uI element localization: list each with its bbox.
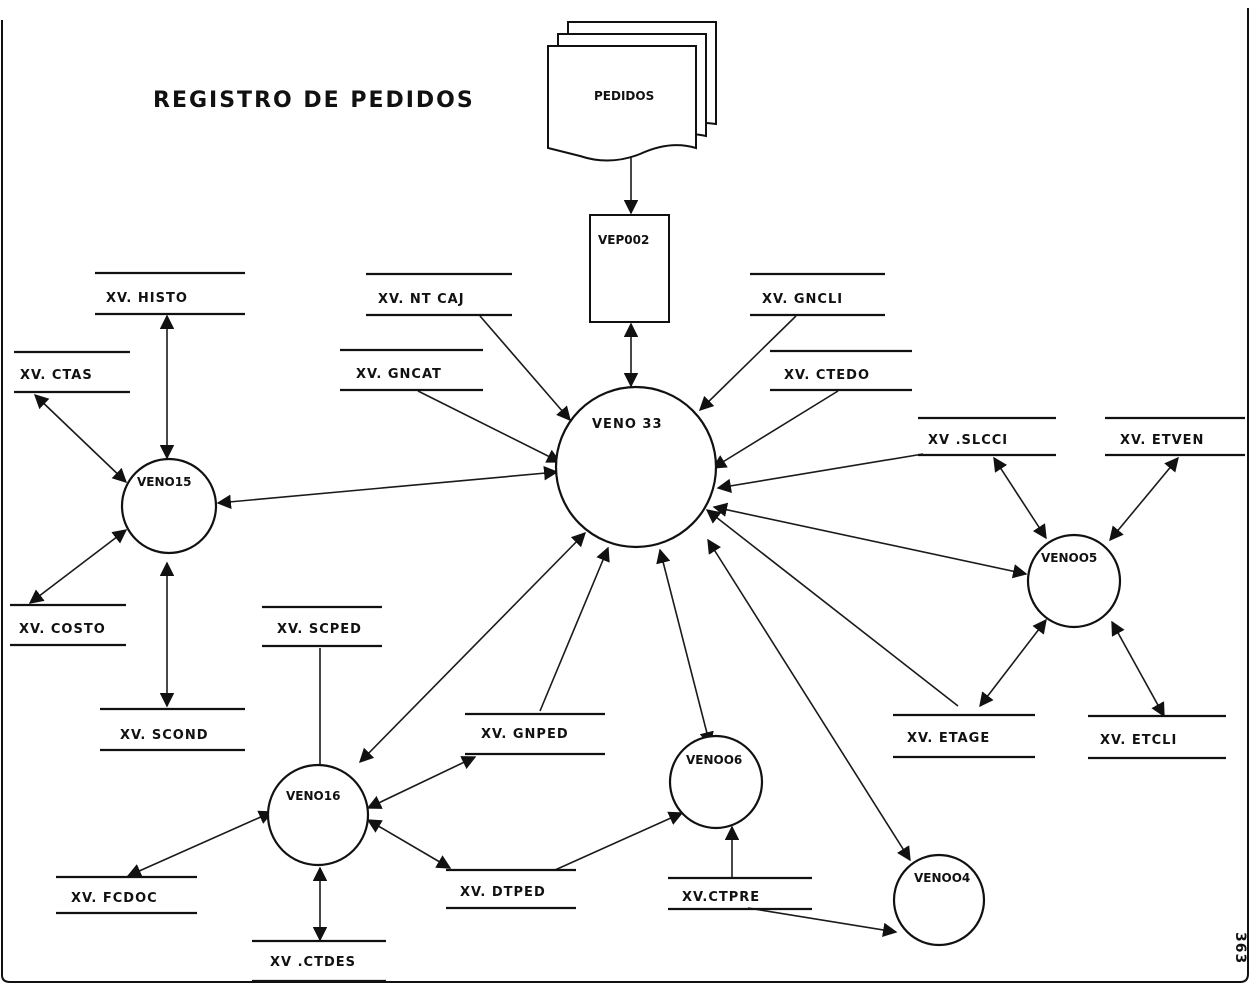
store-dtped: XV. DTPED xyxy=(446,868,576,910)
store-scped: XV. SCPED xyxy=(262,605,382,648)
store-scped-label: XV. SCPED xyxy=(277,622,362,637)
ven004-label: VENOO4 xyxy=(914,871,970,885)
process-ven015: VENO15 xyxy=(120,457,218,555)
vep002-box: VEP002 xyxy=(589,214,670,323)
ven006-label: VENOO6 xyxy=(686,753,742,767)
store-ctdes-label: XV .CTDES xyxy=(270,955,356,970)
process-ven004: VENOO4 xyxy=(892,853,986,947)
store-ctas: XV. CTAS xyxy=(14,350,130,394)
store-costo: XV. COSTO xyxy=(10,603,126,647)
store-gncat: XV. GNCAT xyxy=(340,348,483,392)
process-ven033: VENO 33 xyxy=(554,385,718,549)
store-gncli-label: XV. GNCLI xyxy=(762,292,843,307)
store-ctpre: XV.CTPRE xyxy=(668,876,812,911)
store-gncli: XV. GNCLI xyxy=(750,272,885,317)
process-ven006: VENOO6 xyxy=(668,734,764,830)
store-fcdoc-label: XV. FCDOC xyxy=(71,891,158,906)
store-etcli: XV. ETCLI xyxy=(1088,714,1226,760)
store-etage-label: XV. ETAGE xyxy=(907,731,990,746)
ven005-label: VENOO5 xyxy=(1041,551,1097,565)
vep002-label: VEP002 xyxy=(598,233,649,247)
ven015-label: VENO15 xyxy=(137,475,191,489)
page-number: 363 xyxy=(1232,932,1248,964)
ven016-label: VENO16 xyxy=(286,789,340,803)
store-ctedo: XV. CTEDO xyxy=(770,349,912,392)
store-histo: XV. HISTO xyxy=(95,271,245,316)
store-scond: XV. SCOND xyxy=(100,707,245,752)
process-ven016: VENO16 xyxy=(266,763,370,867)
store-gnped: XV. GNPED xyxy=(465,712,605,756)
store-histo-label: XV. HISTO xyxy=(106,291,188,306)
store-etven-label: XV. ETVEN xyxy=(1120,433,1204,448)
pedidos-document: PEDIDOS xyxy=(547,21,717,162)
store-slcci-label: XV .SLCCI xyxy=(928,433,1008,448)
diagram-title: REGISTRO DE PEDIDOS xyxy=(153,88,475,113)
process-ven005: VENOO5 xyxy=(1026,533,1122,629)
store-gnped-label: XV. GNPED xyxy=(481,727,569,742)
store-ntcaj-label: XV. NT CAJ xyxy=(378,292,465,307)
pedidos-label: PEDIDOS xyxy=(594,89,654,103)
store-ntcaj: XV. NT CAJ xyxy=(366,272,512,317)
ven033-label: VENO 33 xyxy=(592,417,663,432)
store-ctpre-label: XV.CTPRE xyxy=(682,890,760,905)
store-gncat-label: XV. GNCAT xyxy=(356,367,442,382)
flow-lines xyxy=(28,314,1179,942)
store-costo-label: XV. COSTO xyxy=(19,622,106,637)
page-frame xyxy=(1,8,1249,983)
store-ctedo-label: XV. CTEDO xyxy=(784,368,870,383)
store-etven: XV. ETVEN xyxy=(1105,416,1245,457)
store-fcdoc: XV. FCDOC xyxy=(56,875,197,915)
store-etcli-label: XV. ETCLI xyxy=(1100,733,1177,748)
store-dtped-label: XV. DTPED xyxy=(460,885,546,900)
store-ctdes: XV .CTDES xyxy=(252,939,386,983)
store-slcci: XV .SLCCI xyxy=(918,416,1056,457)
store-etage: XV. ETAGE xyxy=(893,713,1035,759)
store-ctas-label: XV. CTAS xyxy=(20,368,93,383)
store-scond-label: XV. SCOND xyxy=(120,728,209,743)
